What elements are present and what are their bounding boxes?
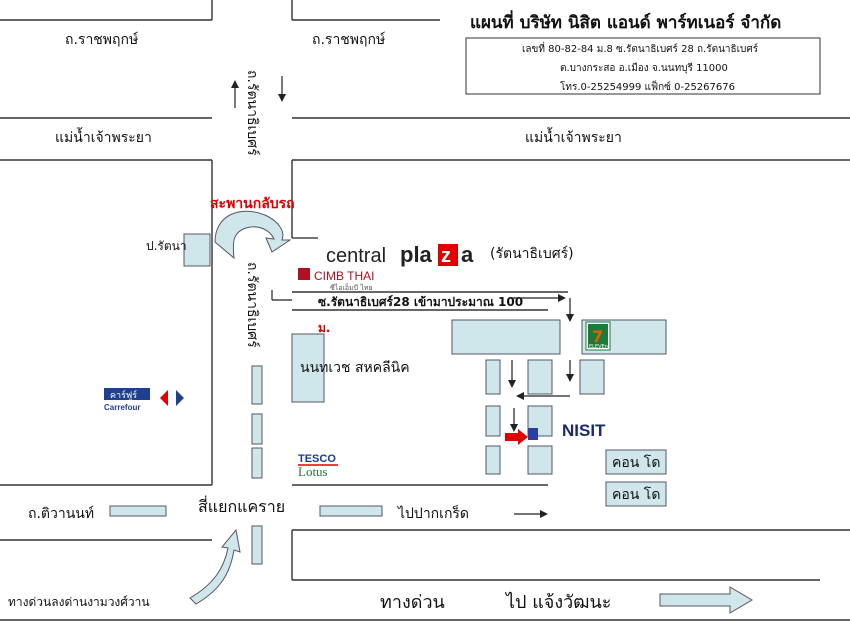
svg-text:ซีไอเอ็มบี ไทย: ซีไอเอ็มบี ไทย bbox=[330, 283, 373, 292]
seven-eleven-logo: 7 ELEVEn bbox=[585, 321, 611, 351]
address-line-1: เลขที่ 80-82-84 ม.8 ซ.รัตนาธิเบศร์ 28 ถ.… bbox=[522, 41, 759, 55]
label-tiwanon: ถ.ติวานนท์ bbox=[28, 505, 94, 522]
svg-text:z: z bbox=[441, 245, 451, 267]
label-to-pak-kret: ไปปากเกร็ด bbox=[397, 504, 469, 522]
tesco-lotus-logo: TESCO Lotus bbox=[298, 453, 338, 479]
clinic-block bbox=[291, 333, 325, 403]
svg-text:a: a bbox=[461, 242, 474, 267]
cimb-thai-logo: CIMB THAI ซีไอเอ็มบี ไทย bbox=[298, 268, 374, 292]
label-m: ม. bbox=[318, 321, 330, 335]
label-central-branch: (รัตนาธิเบศร์) bbox=[490, 245, 574, 262]
carrefour-logo: คาร์ฟูร์ Carrefour bbox=[104, 388, 184, 412]
svg-text:Lotus: Lotus bbox=[298, 464, 328, 479]
label-to-chaeng-watthana: ไป แจ้งวัฒนะ bbox=[504, 591, 611, 613]
map-title: แผนที่ บริษัท นิสิต แอนด์ พาร์ทเนอร์ จำก… bbox=[470, 10, 781, 33]
label-post-office: ป.รัตนา bbox=[146, 239, 187, 253]
road-lines bbox=[0, 0, 850, 621]
svg-text:7: 7 bbox=[592, 327, 603, 346]
nisit-logo: NISIT bbox=[562, 421, 606, 440]
svg-text:pla: pla bbox=[400, 242, 433, 267]
label-ratchaphruek-right: ถ.ราชพฤกษ์ bbox=[312, 31, 386, 48]
central-plaza-logo: central pla z a bbox=[326, 242, 474, 267]
label-soi: ซ.รัตนาธิเบศร์28 เข้ามาประมาณ 100 bbox=[318, 295, 523, 309]
label-ratchaphruek-left: ถ.ราชพฤกษ์ bbox=[65, 31, 139, 48]
svg-text:TESCO: TESCO bbox=[298, 453, 336, 465]
label-condo-2: คอน โด bbox=[612, 486, 660, 503]
u-turn-bridge bbox=[214, 210, 292, 260]
label-intersection: สี่แยกแคราย bbox=[198, 495, 285, 516]
label-river-left: แม่น้ำเจ้าพระยา bbox=[55, 127, 152, 146]
label-expressway: ทางด่วน bbox=[380, 592, 445, 613]
post-office-block bbox=[183, 233, 211, 267]
expressway-arrow bbox=[659, 586, 753, 614]
expressway-exit-ramp bbox=[189, 528, 241, 605]
label-u-turn-bridge: สะพานกลับรถ bbox=[210, 196, 295, 212]
svg-text:Carrefour: Carrefour bbox=[104, 403, 140, 412]
label-expressway-exit: ทางด่วนลงด่านงามวงศ์วาน bbox=[8, 595, 150, 609]
svg-text:CIMB THAI: CIMB THAI bbox=[314, 269, 374, 283]
label-clinic: นนทเวช สหคลีนิค bbox=[300, 360, 410, 376]
label-condo-1: คอน โด bbox=[612, 454, 660, 471]
svg-text:central: central bbox=[326, 245, 386, 267]
label-river-right: แม่น้ำเจ้าพระยา bbox=[525, 127, 622, 146]
company-marker bbox=[505, 428, 538, 445]
block-a bbox=[451, 319, 561, 355]
svg-text:คาร์ฟูร์: คาร์ฟูร์ bbox=[110, 389, 137, 401]
label-rattanathibet-upper: ถ.รัตนาธิเบศร์ bbox=[244, 70, 261, 156]
address-line-3: โทร.0-25254999 แฟ็กซ์ 0-25267676 bbox=[560, 79, 735, 93]
address-box bbox=[465, 37, 821, 95]
condo-block-2 bbox=[605, 481, 667, 507]
svg-text:ELEVEn: ELEVEn bbox=[589, 344, 608, 350]
label-rattanathibet-lower: ถ.รัตนาธิเบศร์ bbox=[244, 262, 261, 348]
condo-block-1 bbox=[605, 449, 667, 475]
address-line-2: ต.บางกระสอ อ.เมือง จ.นนทบุรี 11000 bbox=[560, 62, 728, 74]
